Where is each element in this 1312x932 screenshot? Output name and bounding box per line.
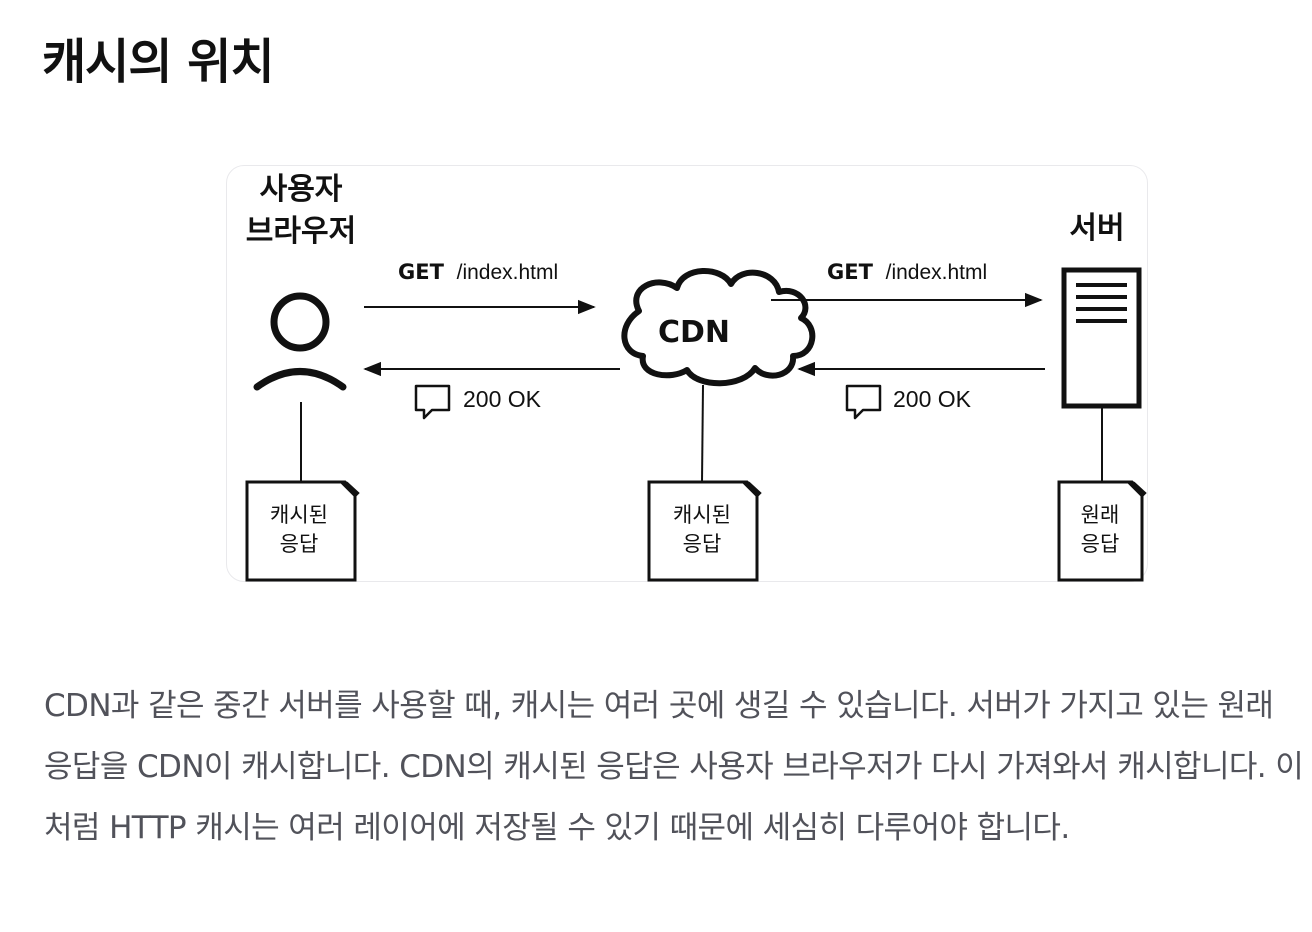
cdn-doc-line2: 응답 [683,533,722,556]
page-title: 캐시의 위치 [42,34,275,90]
server-doc-line2: 응답 [1081,533,1120,556]
cdn-label: CDN [658,315,730,350]
server-doc-line1: 원래 [1081,504,1120,527]
server-label: 서버 [1069,211,1124,246]
speech-bubble-icon [845,384,882,420]
cdn-cached-document [647,480,762,582]
response-right-label: 200 OK [893,386,972,412]
speech-bubble-icon [414,384,451,420]
cdn-doc-line1: 캐시된 [673,504,731,527]
client-doc-line1: 캐시된 [270,504,328,527]
client-cached-document [245,480,360,582]
client-label-line1: 사용자 [260,172,343,207]
user-icon [253,292,347,391]
cdn-cloud-icon [621,268,816,387]
client-doc-line2: 응답 [280,533,319,556]
request-left-label: GET /index.html [398,260,558,284]
cache-location-diagram: 사용자 브라우저 서버 GET /index.html 200 OK [226,165,1148,582]
request-right-label: GET /index.html [827,260,987,284]
server-original-document [1057,480,1147,582]
client-label-line2: 브라우저 [246,214,356,249]
response-left-label: 200 OK [463,386,542,412]
server-icon [1061,267,1142,409]
paragraph: CDN과 같은 중간 서버를 사용할 때, 캐시는 여러 곳에 생길 수 있습니… [44,688,1304,846]
